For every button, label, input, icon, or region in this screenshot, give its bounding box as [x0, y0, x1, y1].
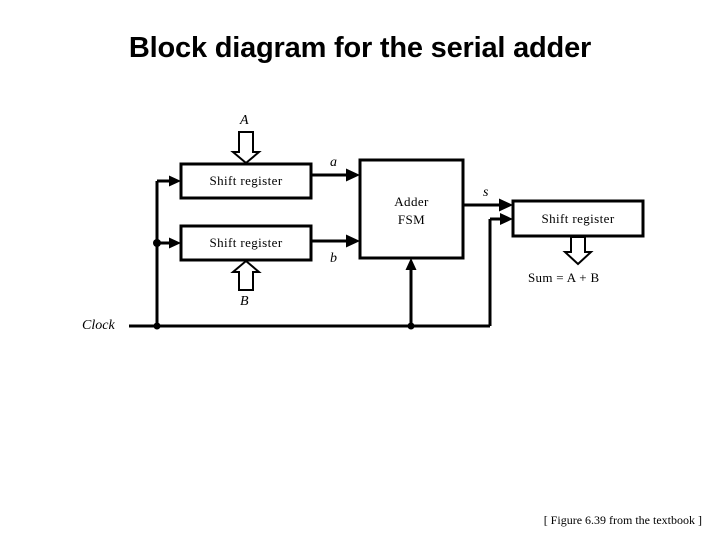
- figure-source-caption: [ Figure 6.39 from the textbook ]: [543, 513, 702, 527]
- wire-signal-b: [311, 234, 360, 248]
- block-arrow-output-sum: [562, 236, 594, 266]
- arrowhead-clock-upper: [169, 175, 181, 187]
- signal-label-b: b: [330, 251, 337, 266]
- clock-junction-dot-bottom-left: [153, 322, 161, 330]
- signal-label-s: s: [483, 185, 489, 200]
- signal-label-clock: Clock: [82, 318, 115, 333]
- block-shift-register-sum: [511, 199, 645, 238]
- arrowhead-clock-lower: [169, 237, 181, 249]
- block-label-adder-fsm-line1: Adder: [394, 194, 429, 209]
- arrowhead-clock-sum: [500, 213, 513, 225]
- block-arrow-input-B: [230, 259, 262, 291]
- block-label-shift-register-a: Shift register: [209, 173, 283, 188]
- arrowhead-signal-b: [346, 234, 360, 248]
- clock-branch-fsm: [405, 258, 417, 326]
- block-arrow-input-A: [230, 131, 262, 165]
- arrowhead-signal-s: [499, 198, 513, 212]
- signal-label-A: A: [240, 113, 249, 128]
- clock-bus: [129, 181, 490, 330]
- block-adder-fsm: [358, 158, 465, 260]
- clock-branch-sum-register: [488, 213, 513, 326]
- block-label-shift-register-sum: Shift register: [541, 211, 615, 226]
- block-shift-register-a: [179, 162, 313, 200]
- block-label-adder-fsm-line2: FSM: [397, 212, 426, 227]
- output-label-sum-equation: Sum = A + B: [528, 270, 600, 285]
- wire-signal-a: [311, 168, 360, 182]
- signal-label-B: B: [240, 294, 249, 309]
- arrowhead-signal-a: [346, 168, 360, 182]
- arrowhead-clock-fsm: [405, 258, 417, 270]
- page-title: Block diagram for the serial adder: [128, 32, 592, 64]
- clock-branch-lower-register: [157, 237, 181, 249]
- clock-branch-upper-register: [157, 175, 181, 187]
- block-shift-register-b: [179, 224, 313, 262]
- signal-label-a: a: [330, 155, 337, 170]
- wire-signal-s: [463, 198, 513, 212]
- block-label-shift-register-b: Shift register: [209, 235, 283, 250]
